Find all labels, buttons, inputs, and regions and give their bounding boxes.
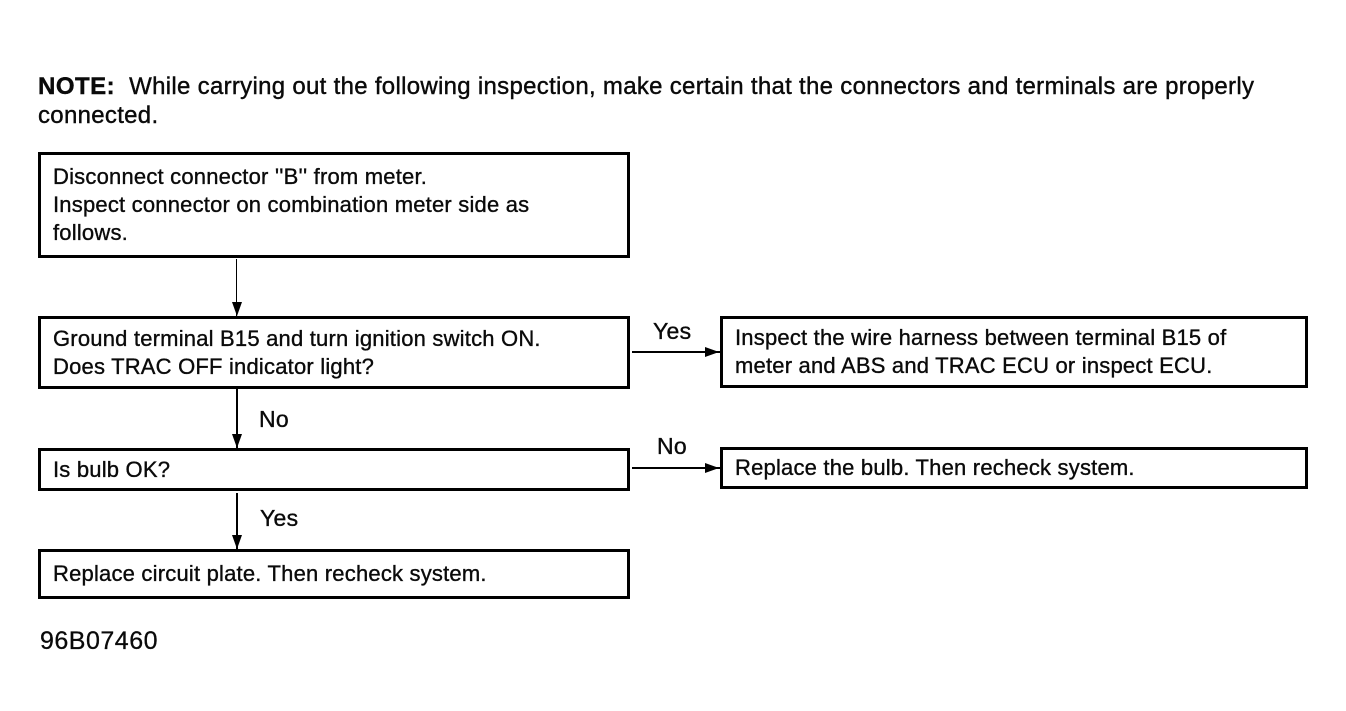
flow-box-inspect-harness: Inspect the wire harness between termina… [720,316,1308,388]
flow-box-disconnect-connector: Disconnect connector ''B'' from meter. I… [38,152,630,258]
connector-line-step1-to-step2 [236,259,237,316]
flow-box-ground-terminal: Ground terminal B15 and turn ignition sw… [38,316,630,389]
note-label: NOTE: [38,73,116,100]
branch-label-ground-no: No [259,406,290,432]
connector-line-bulb-no-branch [632,467,720,469]
note-paragraph: NOTE:While carrying out the following in… [38,72,1306,130]
connector-line-step2-yes-branch [632,351,720,353]
flow-box-inspect-harness-text: Inspect the wire harness between termina… [735,325,1227,378]
flow-box-ground-terminal-text: Ground terminal B15 and turn ignition sw… [53,325,541,379]
branch-label-bulb-no: No [657,433,688,459]
flow-box-replace-bulb-text: Replace the bulb. Then recheck system. [735,455,1135,480]
branch-label-bulb-yes: Yes [260,505,299,531]
arrow-right-icon [705,347,719,357]
flow-box-replace-circuit-plate-text: Replace circuit plate. Then recheck syst… [53,561,487,586]
flow-box-disconnect-connector-text: Disconnect connector ''B'' from meter. I… [53,164,530,245]
flow-box-bulb-check: Is bulb OK? [38,448,630,491]
connector-line-step2-no-branch [236,389,238,448]
arrow-down-icon [232,535,242,549]
connector-line-bulb-yes-branch [236,493,238,549]
flow-box-replace-circuit-plate: Replace circuit plate. Then recheck syst… [38,549,630,599]
note-text: While carrying out the following inspect… [38,73,1255,129]
branch-label-ground-yes: Yes [653,318,692,344]
flow-box-replace-bulb: Replace the bulb. Then recheck system. [720,447,1308,489]
arrow-down-icon [232,434,242,448]
arrow-down-icon [232,302,242,316]
figure-id: 96B07460 [40,627,159,655]
arrow-right-icon [705,463,719,473]
flow-box-bulb-check-text: Is bulb OK? [53,456,171,482]
